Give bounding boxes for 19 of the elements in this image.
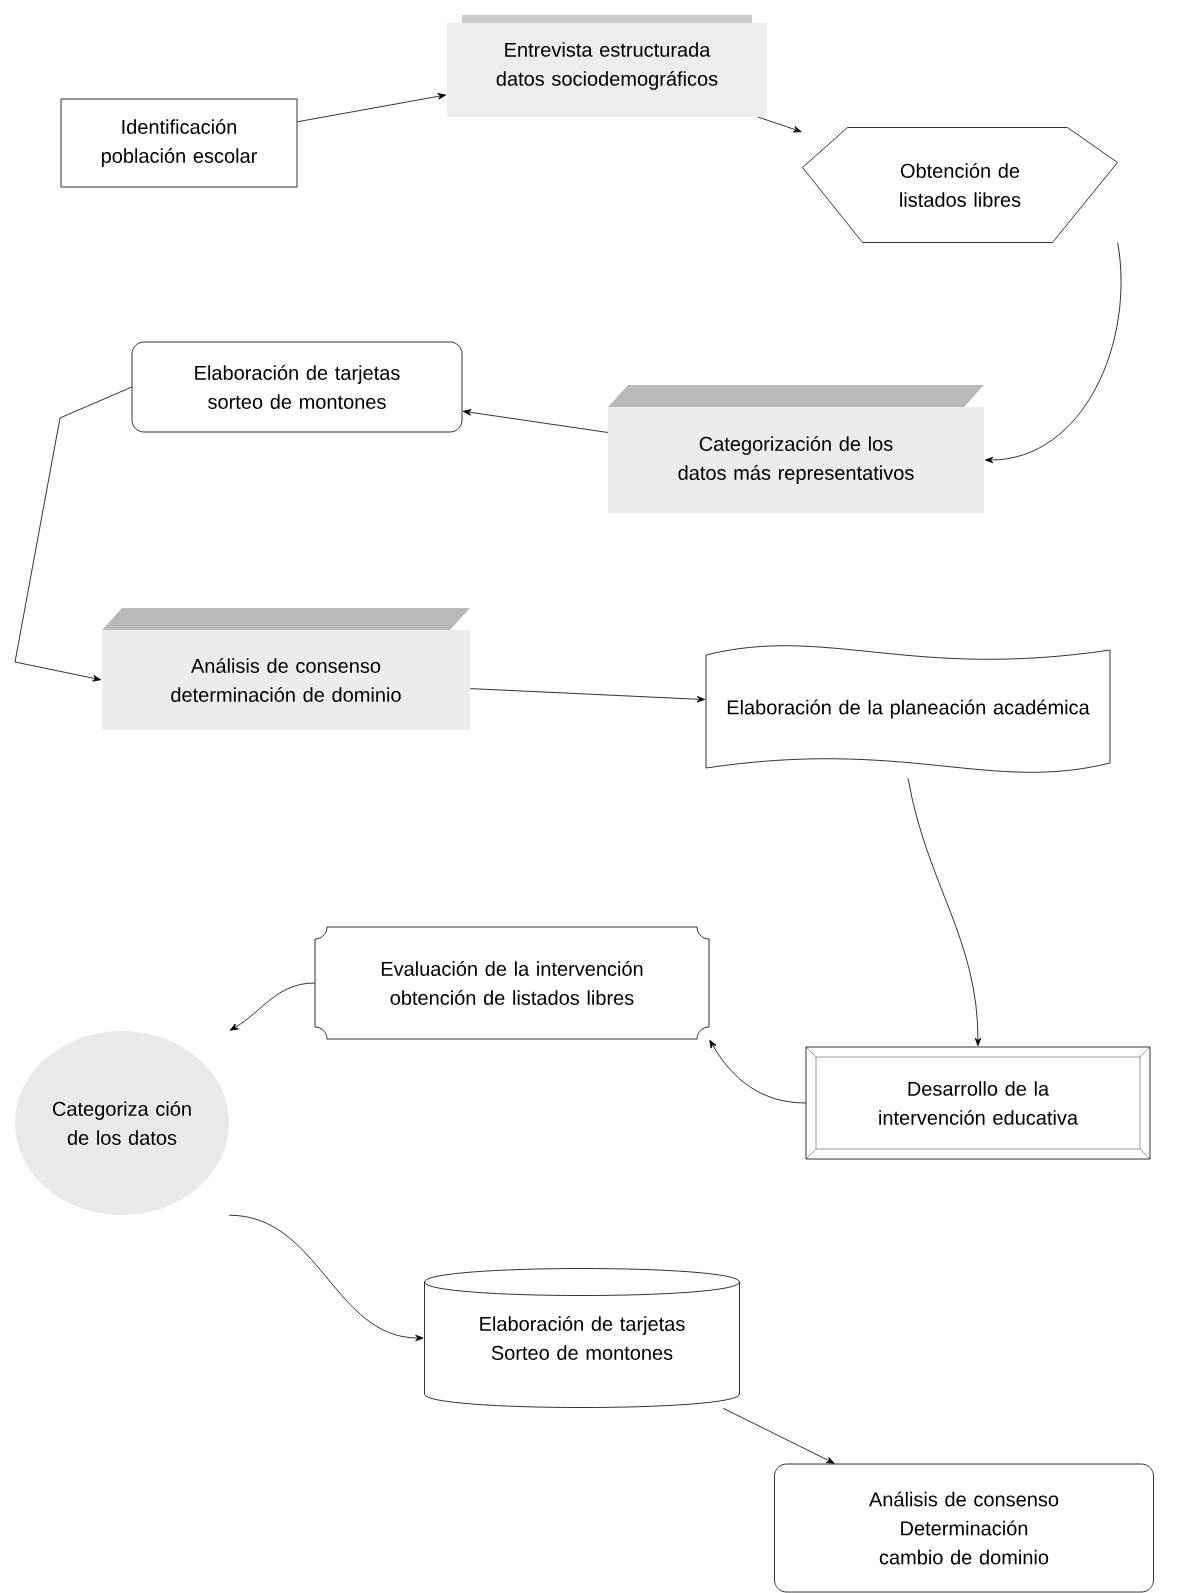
arrow [14,386,133,682]
shaded-slab: Categorización de los datos más representativos [608,385,984,513]
rounded-box: Elaboración de tarjetas sorteo de montones [131,341,463,433]
rounded-box: Análisis de consenso Determinación cambio de dominio [774,1463,1154,1593]
process-box: Identificación población escolar [60,98,298,188]
arrow [984,242,1122,464]
arrow [907,777,982,1047]
arrow [296,93,447,123]
arrow [462,409,609,433]
bevel-box: Desarrollo de la intervención educativa [805,1046,1151,1160]
arrow [722,1407,835,1464]
arrow [469,688,706,703]
arrow [757,116,802,133]
shaded-box: Entrevista estructurada datos sociodemográficos [447,15,767,117]
plaque-box: Evaluación de la intervención obtención de listados libres [314,926,710,1040]
shaded-slab: Análisis de consenso determinación de dominio [102,608,470,730]
arrow [709,1039,807,1104]
arrow [228,1214,424,1342]
arrow [229,982,316,1031]
